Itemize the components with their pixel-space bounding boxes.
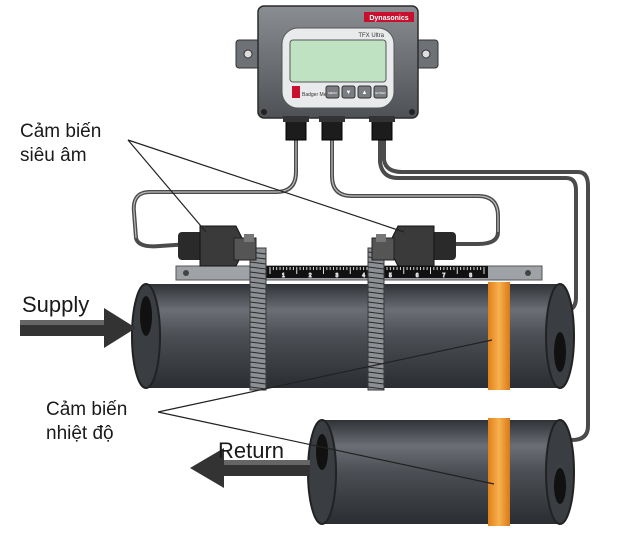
strap-ridge (249, 286, 267, 290)
strap-ridge (367, 296, 385, 300)
strap-ridge (367, 286, 385, 290)
ultrasonic-label-line1: Cảm biến (20, 121, 102, 142)
strap-ridge (249, 331, 267, 335)
mounting-rail: 1 2 3 4 5 6 7 8 (175, 265, 543, 281)
strap-ridge (367, 291, 385, 295)
flow-meter: Dynasonics TFX Ultra Badger Meter MENU ▼ ▲… (235, 5, 439, 119)
strap-ridge (249, 376, 267, 380)
enter-key-label: ENTER (375, 91, 386, 95)
strap-ridge (249, 276, 267, 280)
strap-ridge (367, 311, 385, 315)
up-arrow-icon (357, 85, 372, 99)
down-arrow-icon-label: ▼ (346, 90, 352, 96)
cable-glands (283, 116, 395, 141)
strap-ridge (367, 341, 385, 345)
keypad: MENU ▼ ▲ ENTER (325, 85, 388, 99)
up-arrow-icon-label: ▲ (362, 90, 368, 96)
strap-ridge (249, 291, 267, 295)
down-arrow-icon (341, 85, 356, 99)
return-label: Return (218, 438, 285, 463)
strap-ridge (249, 261, 267, 265)
strap-ridge (367, 351, 385, 355)
ultrasonic-label-line2: siêu âm (20, 145, 87, 166)
temperature-label-line2: nhiệt độ (46, 423, 114, 444)
strap-ridge (367, 271, 385, 275)
ruler-tick-label: 6 (416, 273, 419, 279)
ultrasonic-transducer-left (178, 225, 257, 267)
strap-ridge (367, 381, 385, 385)
strap-ridge (367, 261, 385, 265)
strap-ridge (249, 321, 267, 325)
brand-logo: Dynasonics (369, 15, 408, 22)
strap-ridge (249, 281, 267, 285)
strap-ridge (249, 351, 267, 355)
strap-ridge (367, 301, 385, 305)
menu-key-label: MENU (328, 91, 337, 95)
strap-ridge (249, 386, 267, 390)
strap-ridge (367, 371, 385, 375)
strap-ridge (249, 356, 267, 360)
ruler-tick-label: 4 (362, 273, 365, 279)
strap-ridge (367, 276, 385, 280)
strap-ridge (249, 301, 267, 305)
model-label: TFX Ultra (358, 33, 384, 39)
temperature-band-supply (488, 282, 510, 390)
supply-pipe (131, 282, 575, 390)
callout-lines (127, 139, 495, 485)
temperature-band-return (488, 418, 510, 526)
lcd-screen (289, 39, 387, 83)
clamp-straps (249, 247, 385, 391)
ruler-tick-label: 2 (309, 273, 312, 279)
strap-ridge (249, 346, 267, 350)
strap-ridge (249, 361, 267, 365)
menu-key (325, 85, 340, 99)
strap-ridge (367, 346, 385, 350)
strap-ridge (249, 341, 267, 345)
ruler-tick-label: 3 (335, 273, 338, 279)
ruler-tick-label: 8 (469, 273, 472, 279)
ruler-tick-label: 1 (282, 273, 285, 279)
strap-ridge (249, 316, 267, 320)
strap-ridge (367, 336, 385, 340)
strap-ridge (367, 386, 385, 390)
strap-ridge (367, 321, 385, 325)
ruler-tick-label: 7 (442, 273, 445, 279)
strap-ridge (367, 376, 385, 380)
strap-ridge (367, 266, 385, 270)
strap-ridge (367, 331, 385, 335)
strap-ridge (367, 366, 385, 370)
strap-ridge (367, 316, 385, 320)
return-pipe (307, 418, 575, 526)
strap-ridge (367, 326, 385, 330)
supply-arrow-icon (20, 308, 136, 348)
strap-ridge (249, 381, 267, 385)
ultrasonic-transducer-right (371, 225, 456, 267)
strap-ridge (367, 356, 385, 360)
maker-logo: Badger Meter (302, 92, 333, 98)
strap-ridge (249, 326, 267, 330)
strap-ridge (249, 266, 267, 270)
strap-ridge (249, 271, 267, 275)
strap-ridge (249, 366, 267, 370)
strap-ridge (249, 336, 267, 340)
strap-ridge (367, 306, 385, 310)
strap-ridge (249, 371, 267, 375)
return-arrow-icon (190, 448, 310, 488)
ultrasonic-sensor-label: Cảm biến siêu âm (20, 120, 101, 168)
strap-ridge (249, 306, 267, 310)
enter-key (373, 85, 388, 99)
strap-ridge (249, 296, 267, 300)
strap-ridge (249, 311, 267, 315)
supply-label: Supply (22, 292, 90, 317)
strap-ridge (367, 281, 385, 285)
ruler-tick-label: 5 (389, 273, 392, 279)
temperature-label-line1: Cảm biến (46, 399, 128, 420)
cable-temp-lower (382, 138, 590, 442)
temperature-sensor-label: Cảm biến nhiệt độ (46, 398, 127, 446)
